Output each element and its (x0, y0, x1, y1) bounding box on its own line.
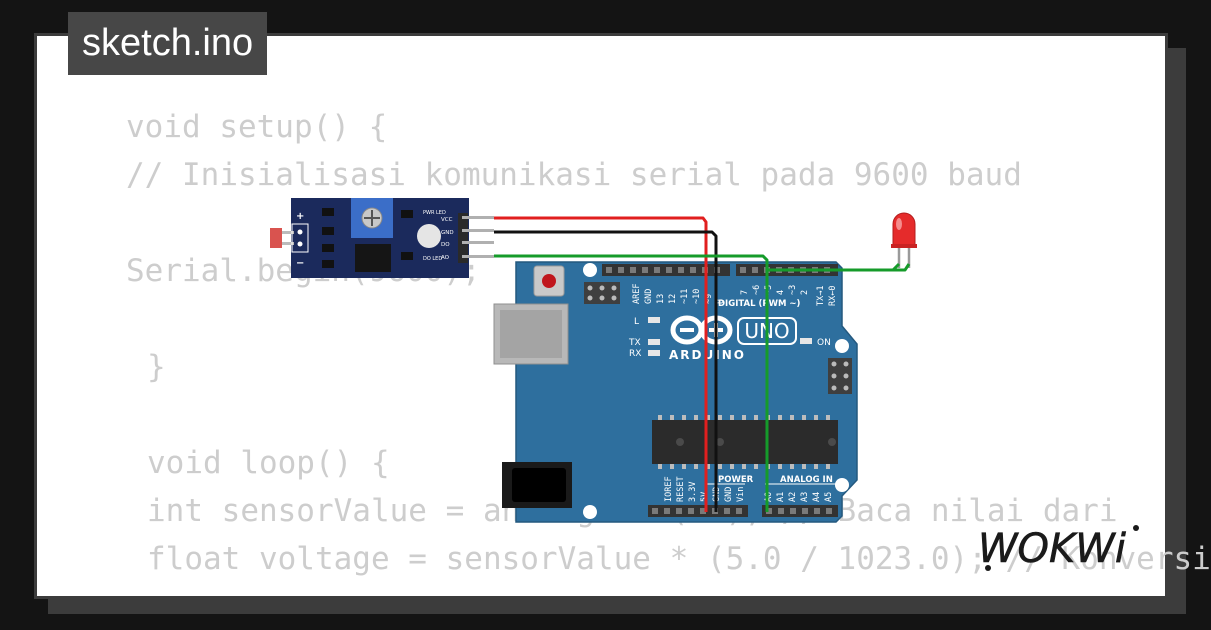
red-led[interactable] (891, 212, 917, 268)
pin-label: ~11 (680, 289, 690, 304)
pin-label: 3.3V (688, 482, 698, 502)
ldr-socket (291, 223, 309, 253)
ldr-sensor-module[interactable]: + − PWR LED DO LED VCC GND DO AO (270, 198, 494, 278)
pwr-led-label: PWR LED (423, 210, 446, 216)
pin-label: A1 (776, 492, 786, 502)
power-header[interactable] (648, 505, 748, 517)
analog-label: ANALOG IN (780, 475, 833, 485)
pin-label: ~3 (788, 285, 798, 295)
wire-led-anode (893, 263, 911, 272)
code-line-5: void loop() { (147, 445, 390, 481)
wokwi-logo[interactable]: WOKWi (976, 522, 1150, 574)
power-jack-barrel (512, 468, 566, 502)
mounting-hole (835, 478, 849, 492)
pin-label: A4 (812, 492, 822, 502)
indicator-led (417, 224, 441, 248)
pin-label: ~10 (692, 289, 702, 304)
sensor-header-pins[interactable] (458, 213, 494, 263)
potentiometer-slot (364, 217, 380, 219)
pin-label: 2 (800, 290, 810, 295)
wires[interactable] (494, 216, 911, 512)
icsp-header-right (828, 358, 852, 394)
led-label-l: L (634, 317, 639, 327)
pin-label: ~6 (752, 285, 762, 295)
pin-label-gnd: GND (441, 230, 454, 236)
pin-label: 12 (668, 294, 678, 304)
ldr-socket-hole (297, 241, 303, 247)
led-label-tx: TX (628, 338, 641, 348)
pin-label-vcc: VCC (441, 217, 453, 223)
pin-label-do: DO (441, 242, 450, 248)
wokwi-logo-text: WOKWi (978, 526, 1126, 572)
wire-vcc-to-5v (494, 216, 708, 512)
code-background: void setup() { // Inisialisasi komunikas… (37, 36, 1211, 596)
comparator-chip (355, 244, 391, 272)
pin-label: Vin (736, 487, 746, 502)
wire-ao-to-a0 (494, 254, 769, 512)
code-line-4: } (147, 349, 166, 385)
microcontroller-chip (652, 415, 838, 469)
sensor-pin-labels: VCC GND DO AO (441, 217, 454, 261)
pin-label: 13 (656, 294, 666, 304)
led-dome (892, 212, 916, 247)
pin-label: RESET (676, 476, 686, 502)
smd-resistors (322, 208, 413, 268)
reset-button-cap[interactable] (542, 274, 556, 288)
pin-label: A3 (800, 492, 810, 502)
pin-label: IOREF (664, 476, 674, 502)
photoresistor (270, 228, 282, 248)
led-rim (891, 244, 917, 248)
analog-pin-labels: A0 A1 A2 A3 A4 A5 (764, 492, 834, 502)
pin-label: GND (724, 487, 734, 502)
digital-pin-labels: AREF GND 13 12 ~11 ~10 ~9 8 7 ~6 ~5 4 ~3… (632, 284, 838, 306)
pin-label: 7 (740, 290, 750, 295)
led-highlight (896, 218, 902, 230)
pin-label: ~9 (704, 294, 714, 304)
led-label-on: ON (817, 338, 831, 348)
arduino-uno-board[interactable]: AREF GND 13 12 ~11 ~10 ~9 8 7 ~6 ~5 4 ~3… (493, 261, 858, 523)
code-line-1: void setup() { (126, 109, 388, 145)
icsp-header-top (584, 282, 620, 304)
pin-label: A2 (788, 492, 798, 502)
onboard-leds (648, 317, 812, 356)
digital-label: DIGITAL (PWM ~) (718, 299, 800, 309)
photoresistor-leg (282, 242, 294, 245)
power-label: POWER (718, 475, 754, 485)
pin-label: ~5 (764, 285, 774, 295)
logo-dot (1133, 525, 1139, 531)
pin-label: RX←0 (828, 286, 838, 306)
pin-label: A0 (764, 492, 774, 502)
logo-dot (985, 565, 991, 571)
mounting-hole (583, 505, 597, 519)
led-label-rx: RX (629, 349, 641, 359)
pin-label: A5 (824, 492, 834, 502)
pin-label-ao: AO (441, 255, 450, 261)
plus-marker: + (296, 211, 304, 222)
mounting-hole (835, 339, 849, 353)
photoresistor-leg (282, 231, 294, 234)
ldr-socket-hole (297, 229, 303, 235)
analog-header[interactable] (762, 505, 838, 517)
do-led-label: DO LED (423, 256, 442, 262)
filename-badge[interactable]: sketch.ino (68, 12, 268, 75)
pin-label: GND (644, 289, 654, 304)
pin-label: 8 (716, 299, 726, 304)
mounting-hole (583, 263, 597, 277)
pin-label: TX→1 (816, 286, 826, 306)
pin-label: AREF (632, 284, 642, 304)
wire-gnd-to-gnd (494, 230, 718, 512)
code-line-2: // Inisialisasi komunikasi serial pada 9… (126, 157, 1022, 193)
minus-marker: − (296, 258, 304, 269)
code-line-7: float voltage = sensorValue * (5.0 / 102… (147, 541, 1211, 577)
pin-label: 4 (776, 290, 786, 295)
usb-port-inner (500, 310, 562, 358)
